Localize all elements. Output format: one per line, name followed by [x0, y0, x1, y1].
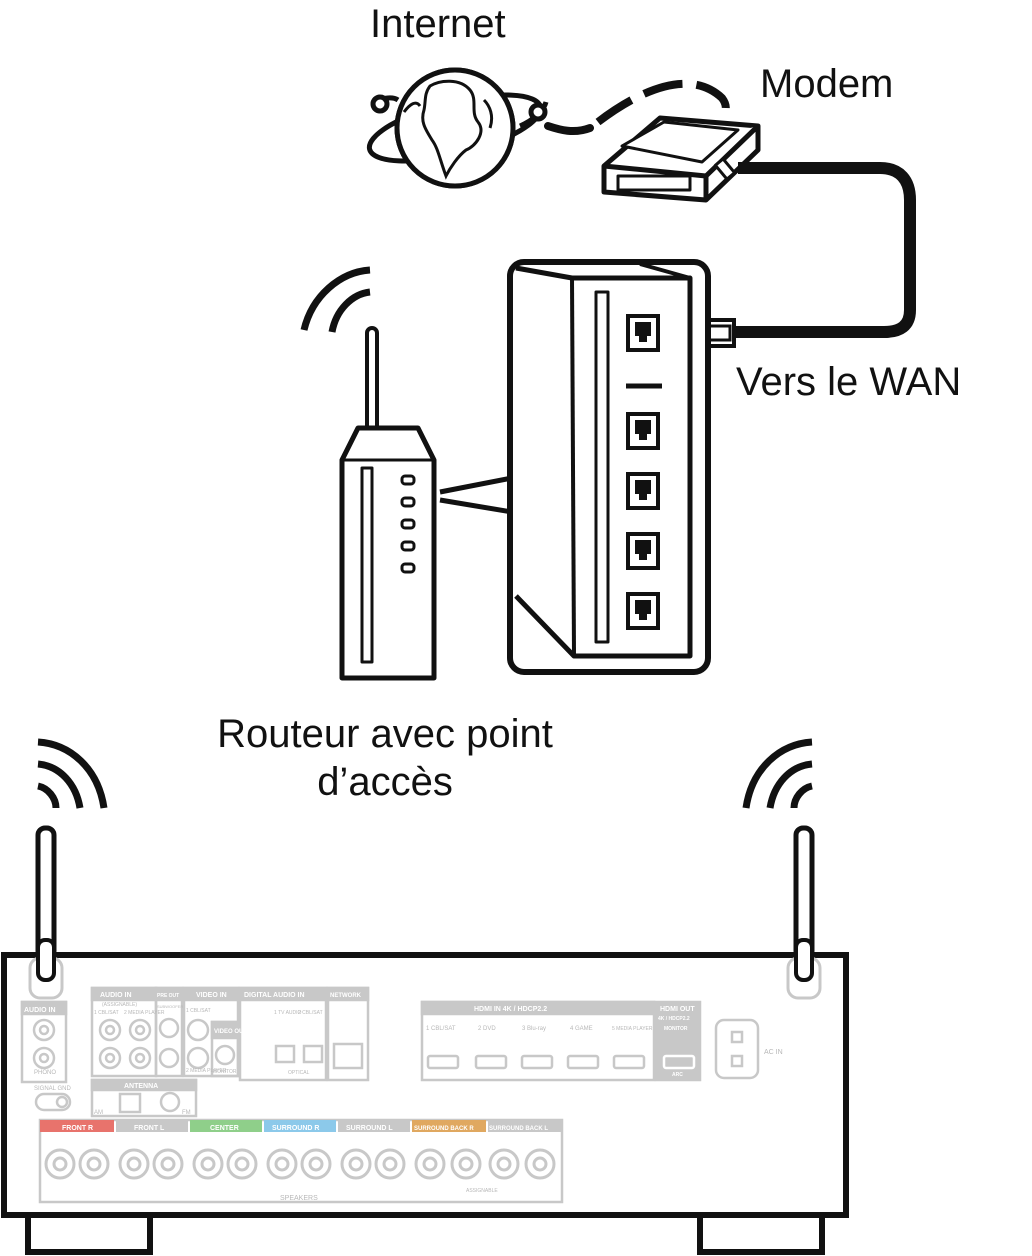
antenna-label: ANTENNA — [124, 1083, 158, 1090]
video-out-label: VIDEO OUT — [214, 1029, 247, 1035]
speaker-front-r: FRONT R — [62, 1125, 93, 1132]
internet-label: Internet — [370, 2, 506, 46]
hdmi-out-sub-label: 4K / HDCP2.2 — [658, 1016, 690, 1022]
fm-label: FM — [182, 1110, 191, 1116]
rear-panel — [20, 986, 760, 1204]
ac-in-label: AC IN — [764, 1049, 783, 1056]
speaker-surround-r: SURROUND R — [272, 1125, 319, 1132]
wan-cable — [720, 162, 916, 338]
lan-port-icon — [626, 592, 660, 630]
hdmi-input-2: 2 DVD — [478, 1026, 496, 1032]
lan-port-icon — [626, 472, 660, 510]
digital-sub1-label: 1 TV AUDIO — [274, 1010, 302, 1016]
digital-audio-label: DIGITAL AUDIO IN — [244, 992, 305, 999]
wifi-signal-icon — [742, 738, 813, 809]
video-sub2-label: 2 MEDIA PLAYER — [186, 1068, 227, 1074]
lan-port-icon — [626, 532, 660, 570]
antenna-icon — [35, 825, 815, 961]
video-in-label: VIDEO IN — [196, 992, 227, 999]
assignable-label: (ASSIGNABLE) — [102, 1002, 137, 1008]
audio-assignable-label: AUDIO IN — [100, 992, 132, 999]
router-zoom-panel — [507, 259, 711, 675]
speaker-terminals — [44, 1148, 556, 1180]
optical-label: OPTICAL — [288, 1070, 310, 1076]
video-sub1-label: 1 CBL/SAT — [186, 1008, 211, 1014]
modem-icon — [601, 115, 761, 203]
am-label: AM — [94, 1110, 103, 1116]
phono-label: PHONO — [34, 1070, 56, 1076]
router-label: Routeur avec point d’accès — [190, 710, 580, 806]
speaker-center: CENTER — [210, 1125, 239, 1132]
speaker-surround-l: SURROUND L — [346, 1125, 393, 1132]
arc-label: ARC — [672, 1072, 683, 1078]
monitor-label: MONITOR — [213, 1069, 237, 1075]
globe-icon — [366, 67, 549, 189]
signal-gnd-label: SIGNAL GND — [34, 1086, 71, 1092]
audio-in-label: AUDIO IN — [24, 1007, 56, 1014]
wan-label: Vers le WAN — [736, 360, 962, 404]
hdmi-out-label: HDMI OUT — [660, 1006, 695, 1013]
receiver-feet — [25, 1212, 825, 1255]
pre-out-label: PRE OUT — [157, 993, 179, 999]
router-label-line2: d’accès — [317, 760, 453, 804]
network-label: NETWORK — [330, 993, 362, 999]
hdmi-input-4: 4 GAME — [570, 1026, 593, 1032]
speakers-label: SPEAKERS — [280, 1195, 318, 1202]
speaker-front-l: FRONT L — [134, 1125, 165, 1132]
subwoofer-label: SUBWOOFER — [157, 1004, 183, 1009]
hdmi-input-1: 1 CBL/SAT — [426, 1026, 456, 1032]
wifi-signal-icon — [37, 738, 108, 809]
modem-label: Modem — [760, 62, 894, 106]
digital-sub2-label: 2 CBL/SAT — [298, 1010, 323, 1016]
hdmi-input-5: 5 MEDIA PLAYER — [612, 1026, 653, 1032]
wireless-link-dashed-2 — [595, 79, 730, 126]
lan-port-icon — [626, 412, 660, 450]
router-label-line1: Routeur avec point — [217, 712, 553, 756]
hdmi-in-label: HDMI IN 4K / HDCP2.2 — [474, 1006, 547, 1013]
zoom-callout — [439, 475, 513, 515]
hdmi-monitor-label: MONITOR — [664, 1026, 688, 1032]
audio-sub1-label: 1 CBL/SAT — [94, 1010, 119, 1016]
panel-labels: AUDIO IN PHONO SIGNAL GND AUDIO IN (ASSI… — [24, 992, 783, 1202]
audio-sub2-label: 2 MEDIA PLAYER — [124, 1010, 165, 1016]
router-icon — [300, 266, 437, 681]
speaker-surround-back-l: SURROUND BACK L — [489, 1126, 548, 1132]
wan-port-icon — [626, 314, 660, 352]
wireless-link-dashed — [544, 122, 594, 136]
assignable-bottom-label: ASSIGNABLE — [466, 1188, 498, 1194]
hdmi-input-3: 3 Blu-ray — [522, 1026, 546, 1032]
speaker-headers — [40, 1120, 562, 1132]
speaker-surround-back-r: SURROUND BACK R — [414, 1126, 474, 1132]
